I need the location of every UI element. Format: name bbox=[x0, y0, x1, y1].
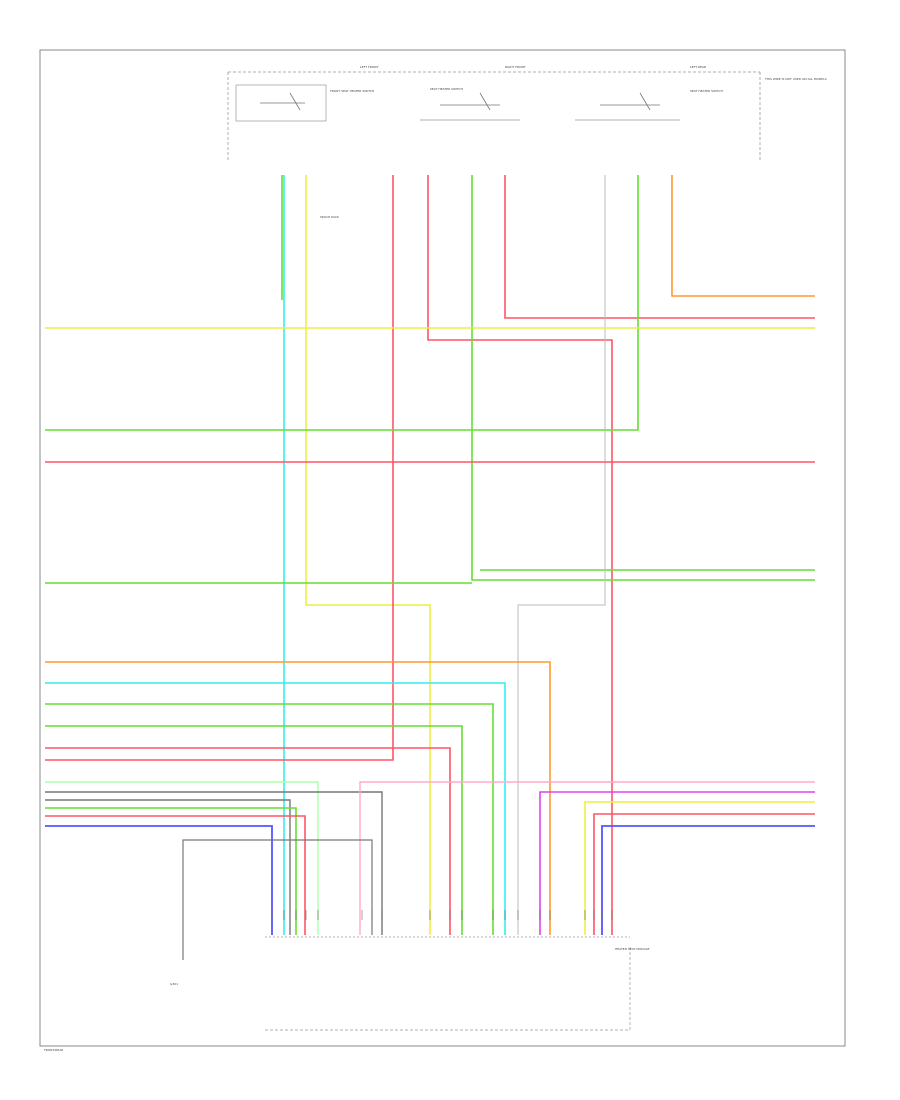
switch-2-sub: RIGHT FRONT bbox=[505, 65, 526, 69]
footer-code: FRONT/REAR bbox=[44, 1048, 63, 1052]
switch-1-label: FRONT SEAT HEATER SWITCH bbox=[330, 89, 374, 93]
wire-gray-left1 bbox=[45, 791, 383, 935]
wire-yellow-sw1 bbox=[305, 175, 431, 935]
module-outline bbox=[265, 945, 631, 1031]
wire-blue-left bbox=[45, 825, 273, 935]
wire-pink-right bbox=[359, 781, 815, 935]
pin-ticks bbox=[271, 910, 613, 920]
diagram-frame bbox=[39, 49, 846, 1047]
wire-cyan-left bbox=[45, 682, 506, 935]
wire-red-b bbox=[427, 175, 613, 935]
wire-blue-right bbox=[601, 825, 815, 935]
wire-ground bbox=[182, 839, 373, 960]
ground-label: G301 bbox=[170, 982, 178, 986]
top-dashed-bus bbox=[227, 71, 761, 162]
switch-3: SEAT HEATER SWITCH LEFT REAR bbox=[575, 65, 723, 121]
switch-3-sub: LEFT REAR bbox=[690, 65, 706, 69]
notes-text: THIS WIRE IS NOT USED ON ALL MODELS bbox=[764, 77, 827, 81]
wire-red-left2 bbox=[45, 815, 306, 935]
wire-lightgray-sw3 bbox=[517, 175, 606, 935]
switch-1-sub: LEFT FRONT bbox=[360, 65, 378, 69]
wire-red-right bbox=[593, 813, 815, 935]
wire-green-sw2 bbox=[471, 175, 815, 581]
wire-green-left3 bbox=[45, 807, 297, 935]
wire-green-left1 bbox=[45, 703, 494, 935]
switch-1: FRONT SEAT HEATER SWITCH LEFT FRONT bbox=[235, 65, 378, 122]
wire-green-left2 bbox=[45, 725, 463, 935]
splice-label: SPLICE PACK bbox=[320, 215, 340, 219]
wire-red-a bbox=[45, 175, 394, 761]
wire-orange-left bbox=[45, 661, 551, 935]
wire-red-sw2 bbox=[504, 175, 815, 319]
wire-green-sw3 bbox=[45, 175, 639, 431]
wire-orange-sw3 bbox=[671, 175, 815, 297]
switch-2: SEAT HEATER SWITCH RIGHT FRONT bbox=[420, 65, 526, 121]
module-label: HEATED SEAT MODULE bbox=[615, 947, 649, 951]
wire-yellow-right bbox=[584, 801, 815, 935]
switch-3-label: SEAT HEATER SWITCH bbox=[690, 89, 723, 93]
switch-2-label: SEAT HEATER SWITCH bbox=[430, 87, 463, 91]
wire-gray-left2 bbox=[45, 799, 291, 935]
wire-lgreen-left bbox=[45, 781, 319, 935]
wire-magenta-right bbox=[539, 791, 815, 935]
wire-red-left bbox=[45, 747, 451, 935]
